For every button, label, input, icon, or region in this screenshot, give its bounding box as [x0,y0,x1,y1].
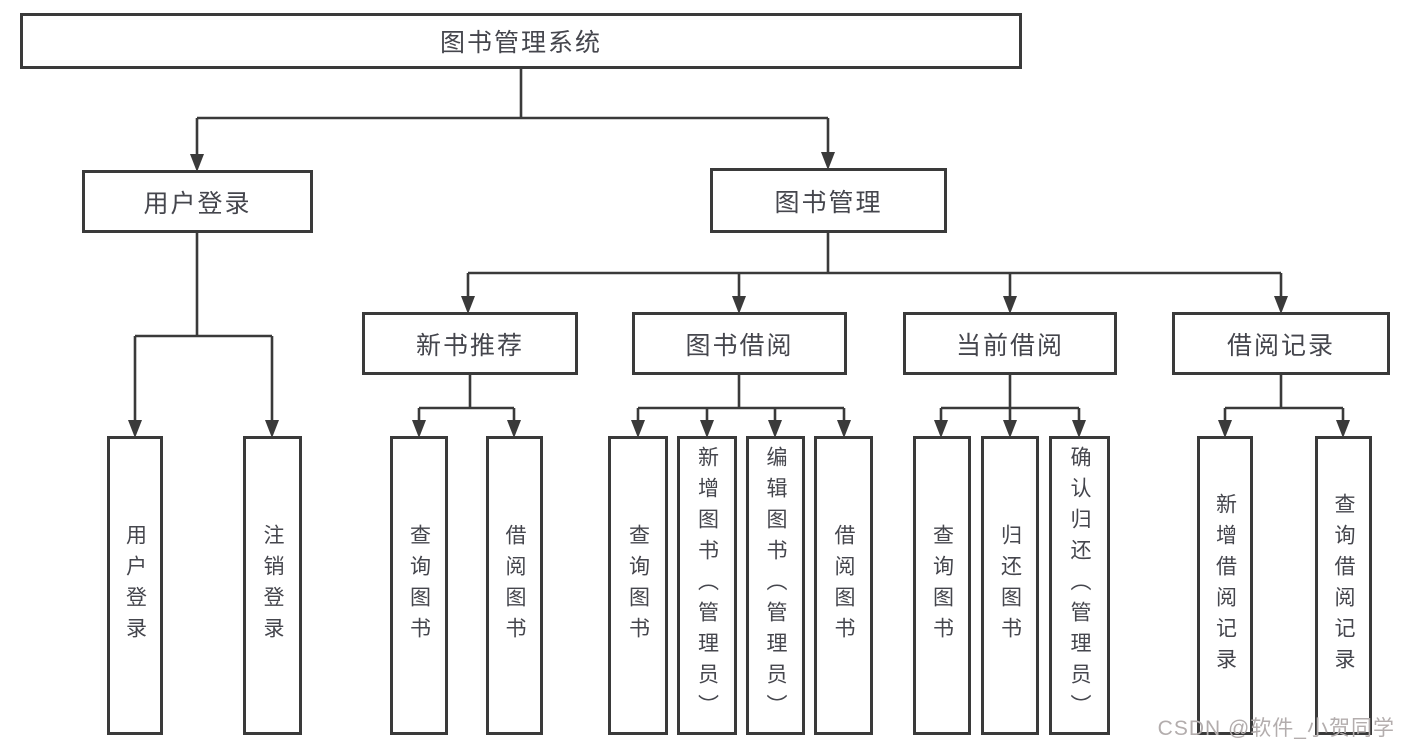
node-leaf-borrow-books-recommend: 借阅图书 [486,436,543,735]
node-label: 借阅图书 [832,523,855,648]
node-label: 新增借阅记录 [1213,492,1237,679]
node-leaf-query-books-current: 查询图书 [913,436,971,735]
node-label: 用户登录 [123,523,147,648]
node-leaf-return-books: 归还图书 [981,436,1039,735]
node-label: 查询图书 [407,523,431,648]
node-label: 新书推荐 [415,331,524,360]
csdn-watermark: CSDN @软件_小贺同学 [1157,717,1395,740]
node-new-book-recommend: 新书推荐 [362,312,578,375]
node-label: 注销登录 [261,523,284,648]
node-leaf-logout: 注销登录 [243,436,302,735]
node-label: 图书借阅 [685,331,794,360]
node-label: 查询借阅记录 [1332,492,1355,679]
node-label: 图书管理系统 [439,29,602,57]
node-user-login: 用户登录 [82,170,313,233]
node-leaf-query-borrow-record: 查询借阅记录 [1315,436,1372,735]
node-library-system: 图书管理系统 [20,13,1022,69]
node-label: 确认归还（管理员） [1068,446,1091,725]
node-leaf-add-books-admin: 新增图书（管理员） [677,436,737,735]
node-leaf-confirm-return-admin: 确认归还（管理员） [1049,436,1110,735]
node-label: 借阅图书 [503,523,526,648]
node-book-borrowing: 图书借阅 [632,312,847,375]
node-leaf-query-books-recommend: 查询图书 [390,436,448,735]
node-label: 查询图书 [930,523,954,648]
node-leaf-add-borrow-record: 新增借阅记录 [1197,436,1253,735]
node-label: 当前借阅 [955,331,1064,360]
node-book-management: 图书管理 [710,168,947,233]
node-leaf-borrow-books: 借阅图书 [814,436,873,735]
node-label: 查询图书 [626,523,650,648]
node-borrow-records: 借阅记录 [1172,312,1390,375]
node-label: 用户登录 [143,189,252,218]
node-leaf-user-login: 用户登录 [107,436,163,735]
node-label: 图书管理 [774,188,883,217]
node-label: 新增图书（管理员） [695,446,719,725]
node-label: 归还图书 [998,523,1022,648]
node-label: 编辑图书（管理员） [764,446,787,725]
node-label: 借阅记录 [1226,331,1335,360]
node-current-borrowing: 当前借阅 [903,312,1117,375]
node-leaf-edit-books-admin: 编辑图书（管理员） [746,436,805,735]
node-leaf-query-books-borrowing: 查询图书 [608,436,668,735]
